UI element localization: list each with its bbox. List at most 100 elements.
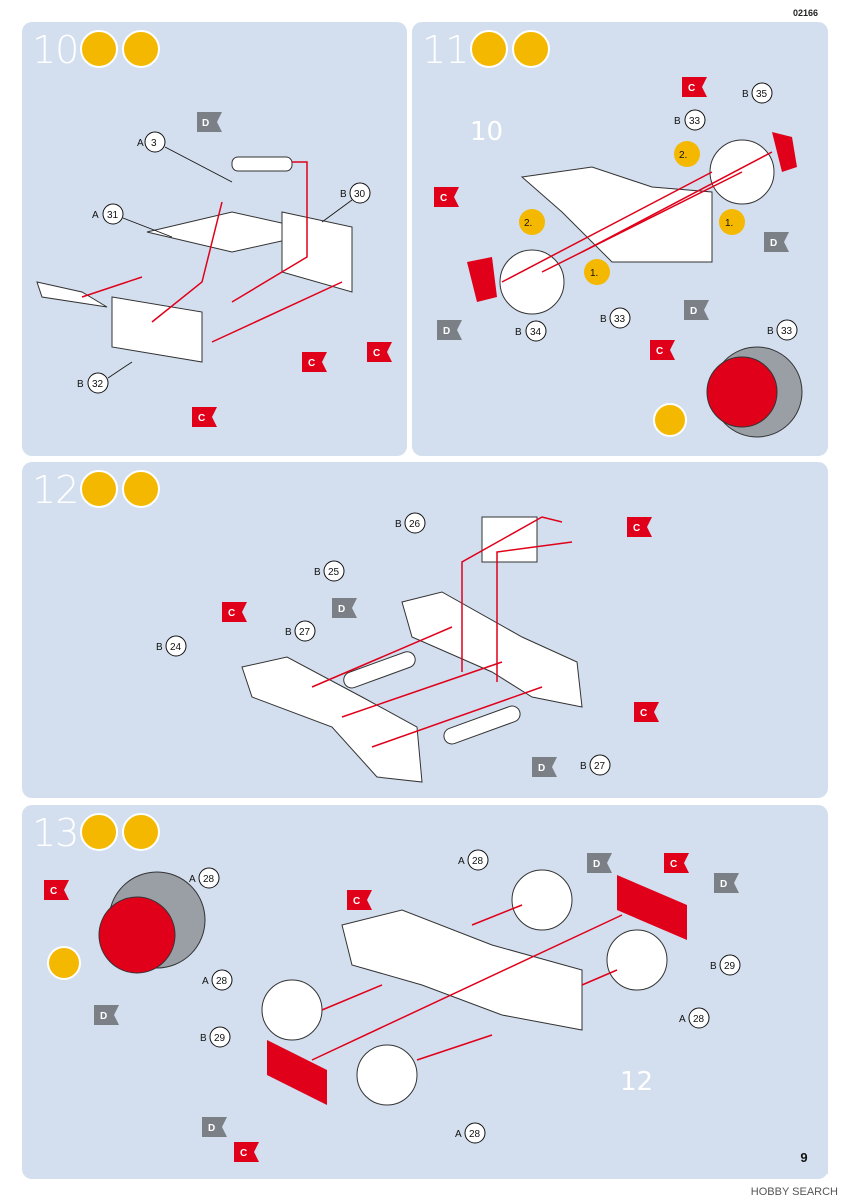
- wheel-detail-part: [98, 896, 176, 974]
- svg-text:28: 28: [693, 1014, 705, 1025]
- glue-icon: [80, 813, 118, 851]
- svg-text:B: B: [314, 567, 321, 578]
- svg-text:31: 31: [107, 210, 119, 221]
- flag-icon: C: [302, 352, 327, 372]
- step-number: 13: [32, 811, 79, 855]
- svg-text:C: C: [633, 523, 640, 534]
- axle-box-part: [467, 257, 497, 302]
- flag-icon: C: [192, 407, 217, 427]
- assembly-line: [461, 516, 563, 672]
- piston-rod-part: [231, 156, 293, 172]
- paint-icon: [512, 30, 550, 68]
- side-plate-part: [281, 211, 353, 293]
- page-number-tab: 9: [780, 1144, 828, 1174]
- flag-icon: C: [634, 702, 659, 722]
- svg-text:34: 34: [530, 327, 542, 338]
- svg-text:C: C: [198, 413, 205, 424]
- flag-icon: C: [434, 187, 459, 207]
- svg-text:29: 29: [214, 1033, 226, 1044]
- assembly-line: [471, 904, 523, 926]
- flag-icon: D: [94, 1005, 119, 1025]
- svg-text:33: 33: [614, 314, 626, 325]
- assembly-line: [496, 541, 573, 682]
- flag-icon: D: [437, 320, 462, 340]
- wheel-part: [261, 979, 323, 1041]
- svg-text:B: B: [580, 761, 587, 772]
- svg-text:B: B: [285, 627, 292, 638]
- svg-text:30: 30: [354, 189, 366, 200]
- part-label: A 28: [189, 867, 220, 889]
- svg-text:2.: 2.: [524, 218, 532, 229]
- assembly-line: [81, 276, 143, 298]
- svg-text:A: A: [137, 138, 144, 149]
- glue-icon: [80, 470, 118, 508]
- svg-text:C: C: [308, 358, 315, 369]
- svg-text:24: 24: [170, 642, 182, 653]
- part-label: A 31: [92, 203, 173, 238]
- wheel-part: [499, 249, 565, 315]
- assembly-line: [321, 984, 383, 1011]
- wheel-part: [606, 929, 668, 991]
- paint-icon: [122, 813, 160, 851]
- flag-icon: C: [650, 340, 675, 360]
- svg-text:D: D: [443, 326, 450, 337]
- svg-text:D: D: [690, 306, 697, 317]
- flag-icon: C: [222, 602, 247, 622]
- svg-text:D: D: [770, 238, 777, 249]
- svg-text:28: 28: [203, 874, 215, 885]
- assembly-line: [416, 1034, 493, 1061]
- sequence-badge: 1.: [719, 209, 745, 235]
- assembly-line: [231, 161, 308, 303]
- chassis-part: [520, 166, 713, 263]
- svg-text:D: D: [202, 118, 209, 129]
- step-10-panel: A 3 A 31 B 30 B 32 D: [22, 22, 407, 456]
- svg-text:C: C: [440, 193, 447, 204]
- flag-icon: D: [332, 598, 357, 618]
- svg-text:D: D: [593, 859, 600, 870]
- flag-icon: C: [367, 342, 392, 362]
- svg-text:B: B: [742, 89, 749, 100]
- wheel-detail-part: [706, 356, 778, 428]
- svg-text:C: C: [373, 348, 380, 359]
- watermark: HOBBY SEARCH: [750, 1186, 838, 1198]
- step-number: 11: [422, 28, 469, 72]
- drill-icon: [47, 946, 81, 980]
- assembly-line: [581, 151, 773, 253]
- flag-icon: D: [202, 1117, 227, 1137]
- part-label: B 30: [321, 182, 371, 223]
- svg-text:C: C: [228, 608, 235, 619]
- svg-text:D: D: [338, 604, 345, 615]
- flag-icon: D: [764, 232, 789, 252]
- svg-text:A: A: [202, 976, 209, 987]
- svg-text:A: A: [189, 874, 196, 885]
- glue-icon: [470, 30, 508, 68]
- sequence-badge: 2.: [674, 141, 700, 167]
- svg-text:B: B: [395, 519, 402, 530]
- svg-text:B: B: [710, 961, 717, 972]
- page-number: 9: [800, 1150, 808, 1165]
- svg-text:D: D: [100, 1011, 107, 1022]
- drill-icon: [653, 403, 687, 437]
- wheel-part: [511, 869, 573, 931]
- assembly-line: [541, 171, 743, 273]
- svg-text:B: B: [767, 326, 774, 337]
- step-number: 10: [32, 28, 79, 72]
- flag-icon: D: [197, 112, 222, 132]
- svg-text:D: D: [208, 1123, 215, 1134]
